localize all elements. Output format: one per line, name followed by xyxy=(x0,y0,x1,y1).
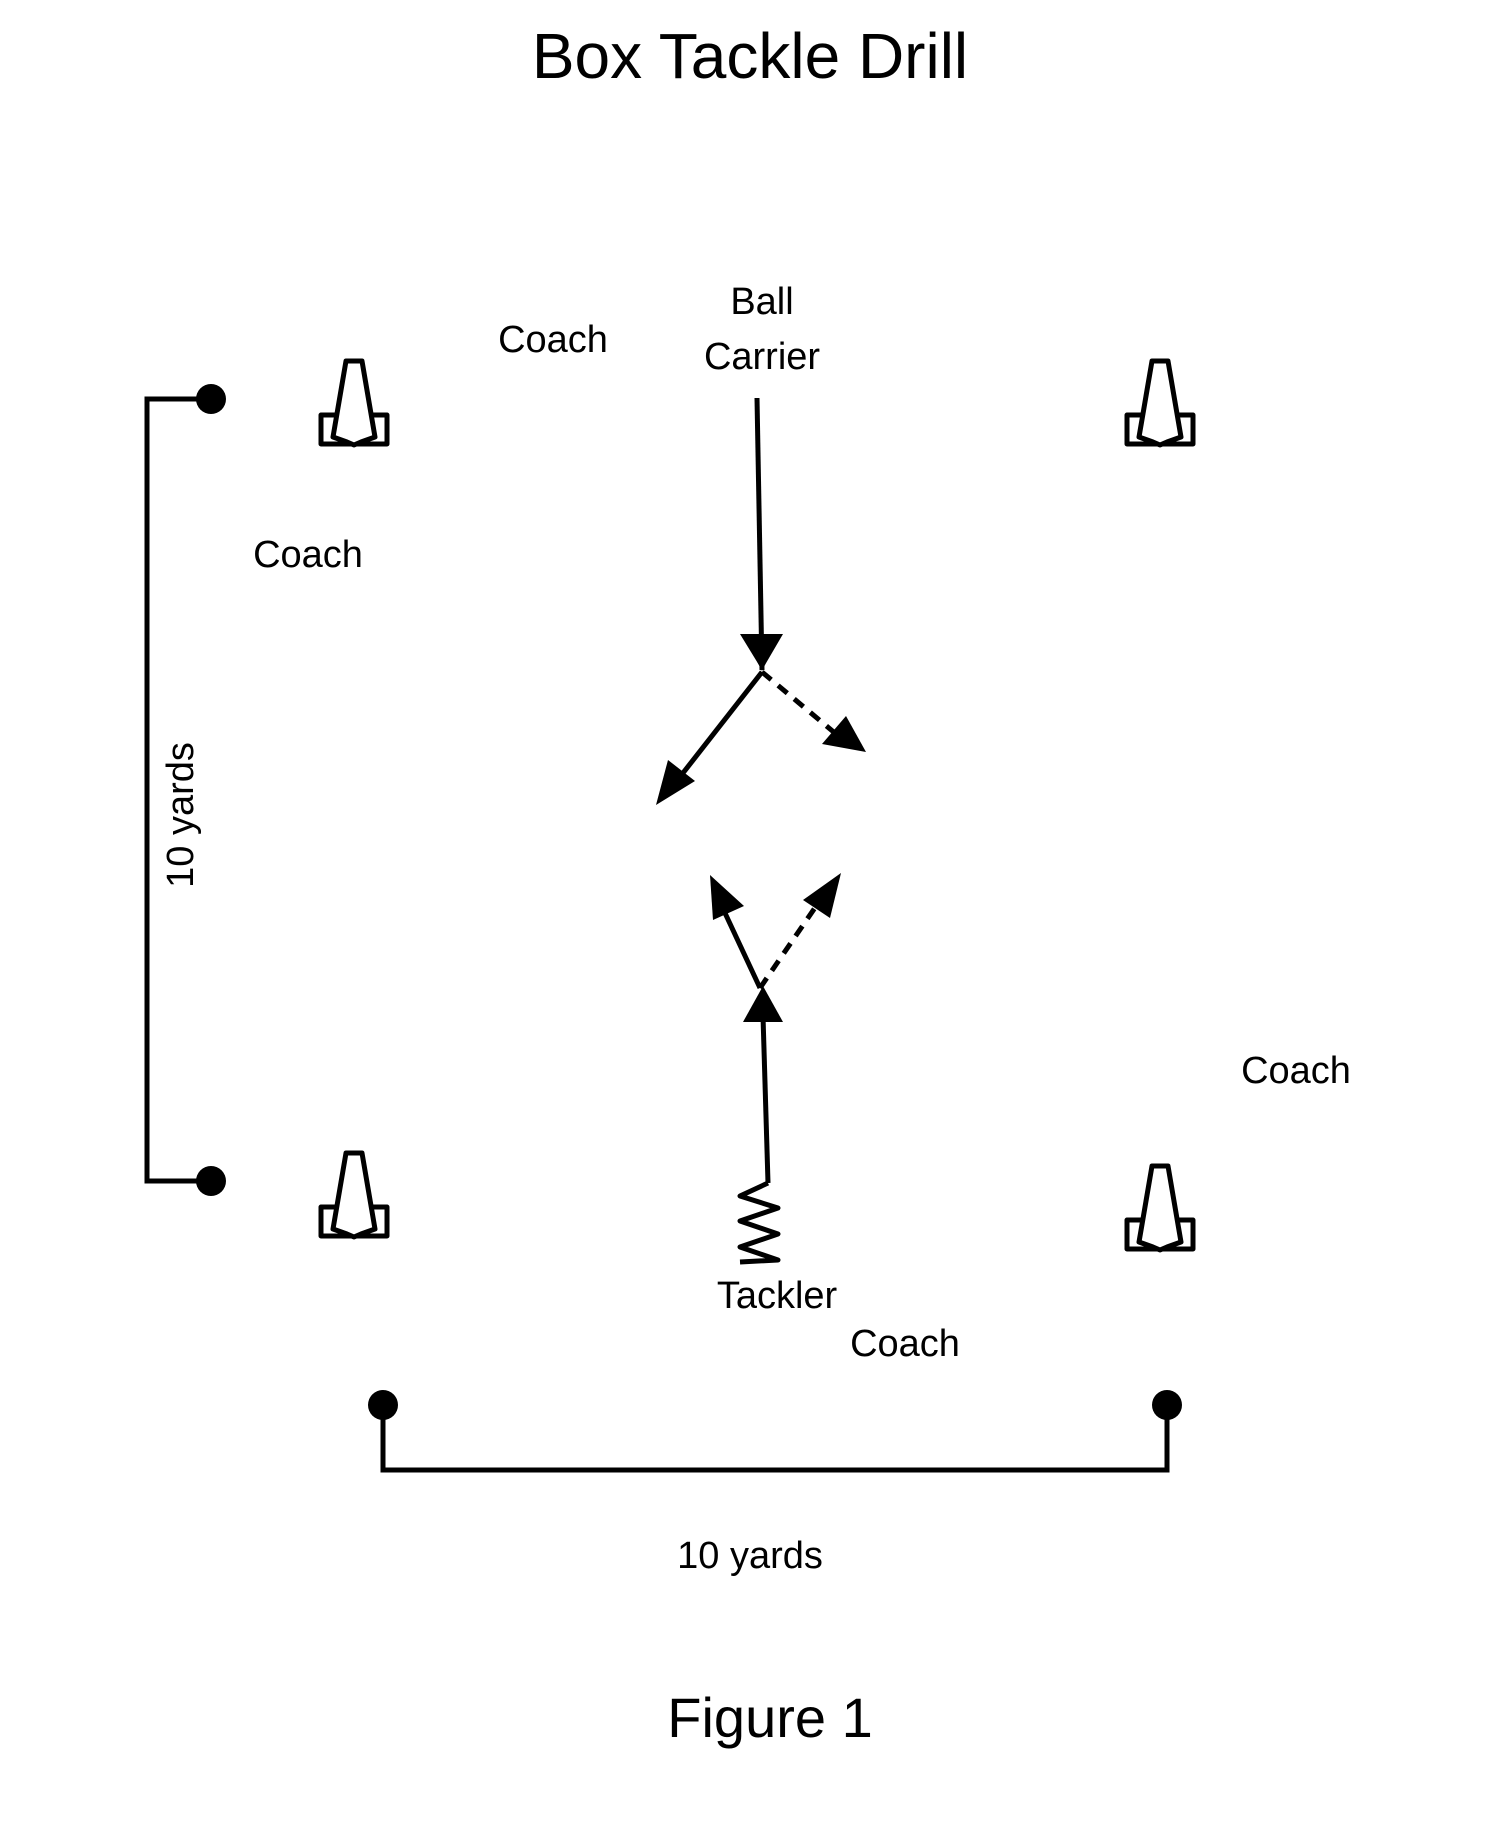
ball-carrier-label-line2: Carrier xyxy=(704,336,820,378)
cone-icon xyxy=(1124,358,1196,448)
arrow-icon xyxy=(803,873,841,918)
arrow-icon xyxy=(740,634,783,670)
dashed-arrow-icon xyxy=(757,894,826,990)
cone-icon xyxy=(1124,1163,1196,1253)
cone-icon xyxy=(318,1150,390,1240)
arrow-icon xyxy=(743,986,783,1022)
arrow-icon xyxy=(710,875,744,920)
figure-caption: Figure 1 xyxy=(667,1686,872,1749)
tackler-label: Tackler xyxy=(717,1275,838,1317)
zigzag-icon xyxy=(737,1180,781,1265)
coach-label-top: Coach xyxy=(498,319,608,361)
arrow-icon xyxy=(754,397,767,671)
coach-label-right: Coach xyxy=(1241,1050,1351,1092)
dot-icon xyxy=(196,384,226,414)
dot-icon xyxy=(368,1390,398,1420)
coach-label-left: Coach xyxy=(253,534,363,576)
horizontal-dimension-label: 10 yards xyxy=(677,1535,823,1577)
arrow-icon xyxy=(822,716,866,752)
diagram-title: Box Tackle Drill xyxy=(532,20,968,92)
dot-icon xyxy=(196,1166,226,1196)
arrow-icon xyxy=(760,1015,771,1184)
dot-icon xyxy=(1152,1390,1182,1420)
horizontal-dimension-bracket xyxy=(368,1390,1182,1473)
tackler-path xyxy=(710,873,841,1265)
coach-label-bottom: Coach xyxy=(850,1323,960,1365)
cone-icon xyxy=(318,358,390,448)
ball-carrier-label-line1: Ball xyxy=(730,281,793,323)
arrow-icon xyxy=(656,760,695,805)
vertical-dimension-bracket xyxy=(144,384,226,1196)
ball-carrier-path xyxy=(656,397,866,805)
vertical-dimension-label: 10 yards xyxy=(160,742,202,888)
